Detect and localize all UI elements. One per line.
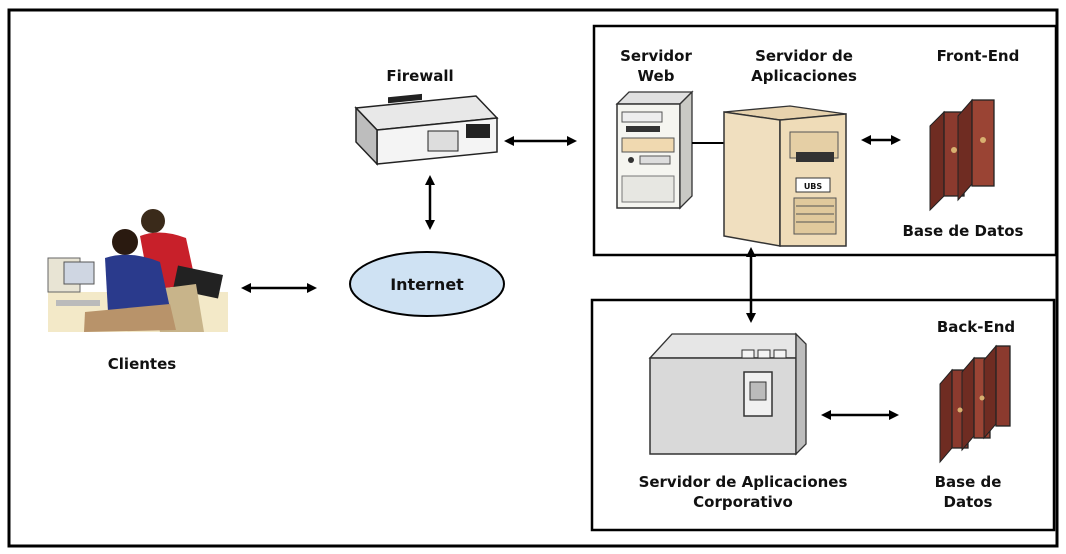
clientes-label: Clientes — [108, 355, 176, 373]
firewall-label: Firewall — [386, 67, 453, 85]
firewall-icon — [354, 93, 499, 166]
back-end-database-icon — [939, 344, 1011, 464]
front-end-database-icon — [929, 98, 995, 212]
back-end-db-label-line1: Base de — [935, 473, 1002, 491]
corporate-server-label-line1: Servidor de Aplicaciones — [639, 473, 848, 491]
web-server-icon — [615, 90, 694, 210]
corporate-server-icon — [648, 332, 807, 456]
back-end-db-label-line2: Datos — [944, 493, 993, 511]
internet-cloud — [349, 251, 505, 317]
ubs-badge: UBS — [804, 182, 823, 191]
app-server-label-line1: Servidor de — [755, 47, 853, 65]
back-end-label: Back-End — [937, 318, 1015, 336]
clients-illustration — [47, 209, 228, 332]
front-end-label: Front-End — [937, 47, 1020, 65]
corporate-server-label-line2: Corporativo — [693, 493, 793, 511]
app-server-icon: UBS — [723, 105, 847, 247]
front-end-db-label: Base de Datos — [903, 222, 1024, 240]
internet-label: Internet — [390, 275, 464, 294]
web-server-label-line2: Web — [638, 67, 675, 85]
web-server-label-line1: Servidor — [620, 47, 692, 65]
app-server-label-line2: Aplicaciones — [751, 67, 857, 85]
